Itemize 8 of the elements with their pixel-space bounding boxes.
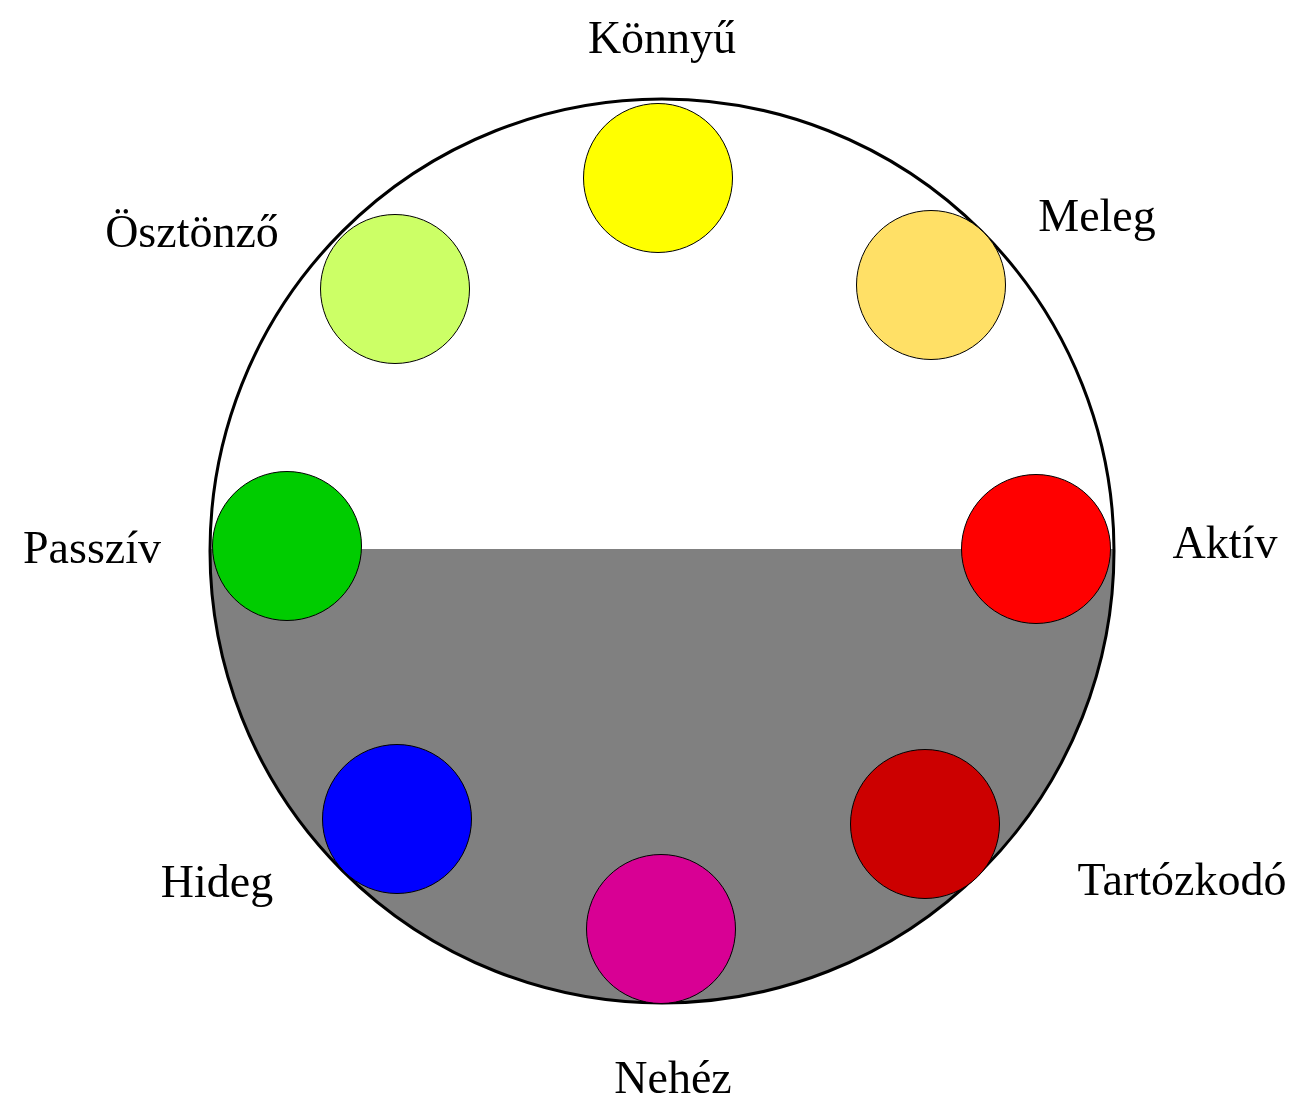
color-label: Ösztönző — [105, 209, 279, 255]
color-label: Hideg — [160, 859, 274, 905]
color-label: Tartózkodó — [1077, 857, 1287, 903]
color-label: Passzív — [23, 525, 161, 571]
color-label: Könnyű — [587, 15, 737, 61]
color-label: Nehéz — [614, 1055, 732, 1100]
color-label: Meleg — [1038, 193, 1156, 239]
color-label: Aktív — [1172, 520, 1278, 566]
